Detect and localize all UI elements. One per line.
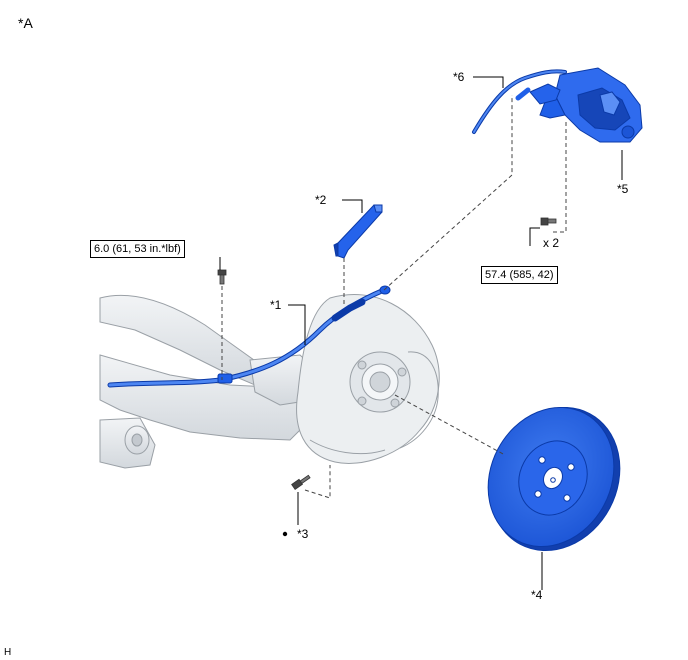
figure-label: *A [18, 15, 33, 31]
corner-code: H [4, 647, 12, 658]
leader-lines [219, 76, 623, 590]
brake-disc [487, 406, 621, 552]
bracket-part [333, 204, 383, 259]
callout-2: *2 [315, 193, 327, 207]
callout-1: *1 [270, 298, 282, 312]
backing-plate [296, 294, 440, 464]
brake-caliper [529, 67, 643, 143]
torque-spec-caliper-bolt: 57.4 (585, 42) [481, 266, 558, 284]
callout-5: *5 [617, 182, 629, 196]
rear-axle-beam [99, 294, 319, 469]
bolt-lower [291, 474, 311, 490]
alignment-lines [221, 95, 567, 499]
brake-hose [472, 69, 567, 134]
torque-spec-small-bolt: 6.0 (61, 53 in.*lbf) [90, 240, 185, 258]
bolt-small [217, 269, 227, 285]
callout-4: *4 [531, 588, 543, 602]
bolt-caliper [540, 217, 557, 226]
callout-3: *3 [297, 527, 309, 541]
parking-brake-cable [107, 285, 391, 388]
callout-6: *6 [453, 70, 465, 84]
quantity-label: x 2 [543, 236, 560, 250]
bullet-dot-icon [282, 531, 288, 537]
